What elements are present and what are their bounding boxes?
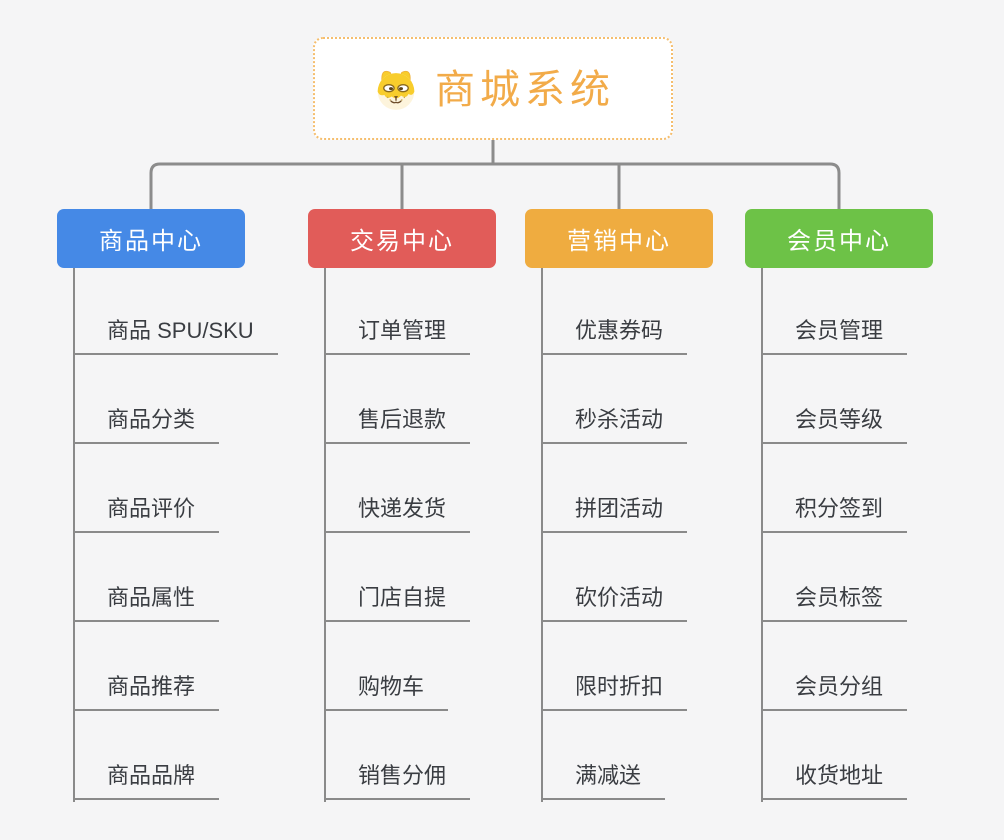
branch-label: 会员中心 <box>787 228 891 255</box>
leaf-label: 订单管理 <box>358 318 447 343</box>
leaf-label: 满减送 <box>575 763 642 788</box>
leaf-label: 销售分佣 <box>358 763 447 788</box>
branch-connector-line <box>324 268 326 802</box>
branch-box[interactable]: 会员中心 <box>745 209 933 268</box>
leaf-item[interactable]: 优惠券码 <box>541 316 688 355</box>
leaf-label: 拼团活动 <box>575 496 664 521</box>
leaf-label: 商品评价 <box>107 496 196 521</box>
leaf-item[interactable]: 会员管理 <box>761 316 908 355</box>
branch-column-2: 交易中心 订单管理售后退款快递发货门店自提购物车销售分佣 <box>308 209 548 840</box>
branch-connector-line <box>541 268 543 802</box>
leaf-label: 会员分组 <box>795 674 884 699</box>
leaf-label: 优惠券码 <box>575 318 664 343</box>
leaf-label: 积分签到 <box>795 496 884 521</box>
leaf-label: 商品品牌 <box>107 763 196 788</box>
leaf-item[interactable]: 商品分类 <box>73 405 220 444</box>
leaf-item[interactable]: 订单管理 <box>324 316 471 355</box>
leaf-label: 商品推荐 <box>107 674 196 699</box>
leaf-label: 会员标签 <box>795 585 884 610</box>
leaf-label: 砍价活动 <box>575 585 664 610</box>
root-node[interactable]: 商城系统 <box>313 37 673 140</box>
dog-face-icon <box>377 70 415 110</box>
branch-connector-line <box>761 268 763 802</box>
branch-box[interactable]: 营销中心 <box>525 209 713 268</box>
leaf-item[interactable]: 拼团活动 <box>541 494 688 533</box>
leaf-label: 会员等级 <box>795 407 884 432</box>
branch-column-1: 商品中心 商品 SPU/SKU 商品分类商品评价商品属性商品推荐商品品牌 <box>57 209 297 840</box>
root-title: 商城系统 <box>435 67 615 112</box>
leaf-item[interactable]: 砍价活动 <box>541 583 688 622</box>
leaf-label: 商品属性 <box>107 585 196 610</box>
leaf-item[interactable]: 售后退款 <box>324 405 471 444</box>
leaf-item[interactable]: 门店自提 <box>324 583 471 622</box>
leaf-item[interactable]: 商品推荐 <box>73 672 220 711</box>
leaf-item[interactable]: 购物车 <box>324 672 449 711</box>
branch-box[interactable]: 商品中心 <box>57 209 245 268</box>
leaf-label: 门店自提 <box>358 585 447 610</box>
leaf-label: 秒杀活动 <box>575 407 664 432</box>
leaf-item[interactable]: 收货地址 <box>761 761 908 800</box>
branch-label: 交易中心 <box>350 228 454 255</box>
leaf-item[interactable]: 商品 SPU/SKU <box>73 316 278 355</box>
branch-column-3: 营销中心 优惠券码秒杀活动拼团活动砍价活动限时折扣满减送 <box>525 209 765 840</box>
branch-connector-line <box>73 268 75 802</box>
branch-box[interactable]: 交易中心 <box>308 209 496 268</box>
leaf-label: 限时折扣 <box>575 674 664 699</box>
leaf-label: 售后退款 <box>358 407 447 432</box>
leaf-item[interactable]: 秒杀活动 <box>541 405 688 444</box>
leaf-item[interactable]: 积分签到 <box>761 494 908 533</box>
branch-label: 商品中心 <box>99 228 203 255</box>
leaf-item[interactable]: 限时折扣 <box>541 672 688 711</box>
leaf-item[interactable]: 会员分组 <box>761 672 908 711</box>
branch-label: 营销中心 <box>567 228 671 255</box>
leaf-item[interactable]: 快递发货 <box>324 494 471 533</box>
leaf-item[interactable]: 会员等级 <box>761 405 908 444</box>
leaf-item[interactable]: 商品评价 <box>73 494 220 533</box>
leaf-label: 收货地址 <box>795 763 884 788</box>
leaf-label: 商品 SPU/SKU <box>107 318 254 343</box>
leaf-item[interactable]: 会员标签 <box>761 583 908 622</box>
leaf-item[interactable]: 商品品牌 <box>73 761 220 800</box>
leaf-item[interactable]: 商品属性 <box>73 583 220 622</box>
leaf-item[interactable]: 满减送 <box>541 761 666 800</box>
leaf-label: 购物车 <box>358 674 425 699</box>
leaf-label: 会员管理 <box>795 318 884 343</box>
leaf-item[interactable]: 销售分佣 <box>324 761 471 800</box>
leaf-label: 商品分类 <box>107 407 196 432</box>
leaf-label: 快递发货 <box>358 496 447 521</box>
branch-column-4: 会员中心 会员管理会员等级积分签到会员标签会员分组收货地址 <box>745 209 985 840</box>
